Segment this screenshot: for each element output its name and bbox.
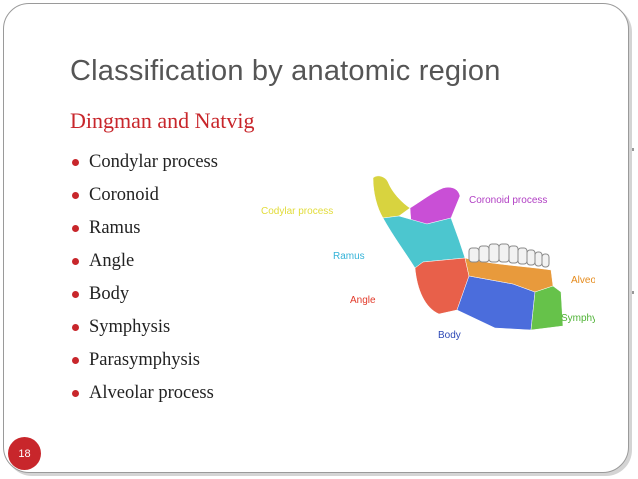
bullet-item: Angle [72, 245, 218, 278]
tooth [517, 247, 528, 265]
bullet-dot-icon [72, 159, 79, 166]
tooth [488, 243, 500, 263]
page-number-badge: 18 [8, 437, 41, 470]
bullet-text: Coronoid [89, 185, 159, 205]
label-ramus: Ramus [333, 251, 365, 262]
bullet-list: Condylar process Coronoid Ramus Angle Bo… [72, 146, 218, 410]
bullet-text: Body [89, 284, 130, 304]
label-body: Body [438, 330, 461, 341]
region-symphysis [530, 285, 564, 331]
bullet-text: Parasymphysis [89, 350, 200, 370]
label-coronoid: Coronoid process [469, 195, 547, 206]
bullet-dot-icon [72, 258, 79, 265]
slide-title: Classification by anatomic region [70, 55, 501, 87]
bullet-dot-icon [72, 324, 79, 331]
tooth [468, 247, 480, 263]
bullet-dot-icon [72, 225, 79, 232]
bullet-text: Angle [89, 251, 135, 271]
bullet-text: Symphysis [89, 317, 171, 337]
label-angle: Angle [350, 295, 376, 306]
bullet-item: Body [72, 278, 218, 311]
bullet-dot-icon [72, 192, 79, 199]
region-condylar [372, 175, 411, 219]
bullet-item: Condylar process [72, 146, 218, 179]
bullet-item: Coronoid [72, 179, 218, 212]
bullet-dot-icon [72, 390, 79, 397]
bullet-text: Ramus [89, 218, 141, 238]
bullet-item: Parasymphysis [72, 344, 218, 377]
edge-mark [632, 148, 634, 151]
region-ramus [382, 215, 466, 269]
tooth [541, 253, 550, 268]
tooth [508, 245, 519, 264]
region-coronoid [409, 187, 461, 225]
bullet-dot-icon [72, 291, 79, 298]
label-condylar: Codylar process [261, 206, 333, 217]
label-alveolus: Alveolus [571, 275, 595, 286]
bullet-item: Symphysis [72, 311, 218, 344]
edge-mark [632, 291, 634, 294]
mandible-diagram: Codylar process Coronoid process Ramus A… [261, 175, 595, 341]
teeth [468, 243, 550, 268]
bullet-text: Alveolar process [89, 383, 214, 403]
label-symphysis: Symphysis [561, 313, 595, 324]
bullet-text: Condylar process [89, 152, 218, 172]
bullet-item: Alveolar process [72, 377, 218, 410]
tooth [498, 243, 510, 263]
slide-subtitle: Dingman and Natvig [70, 108, 255, 133]
tooth [534, 251, 543, 267]
slide-frame [3, 3, 629, 473]
tooth [526, 249, 536, 266]
bullet-item: Ramus [72, 212, 218, 245]
bullet-dot-icon [72, 357, 79, 364]
tooth [478, 245, 490, 263]
